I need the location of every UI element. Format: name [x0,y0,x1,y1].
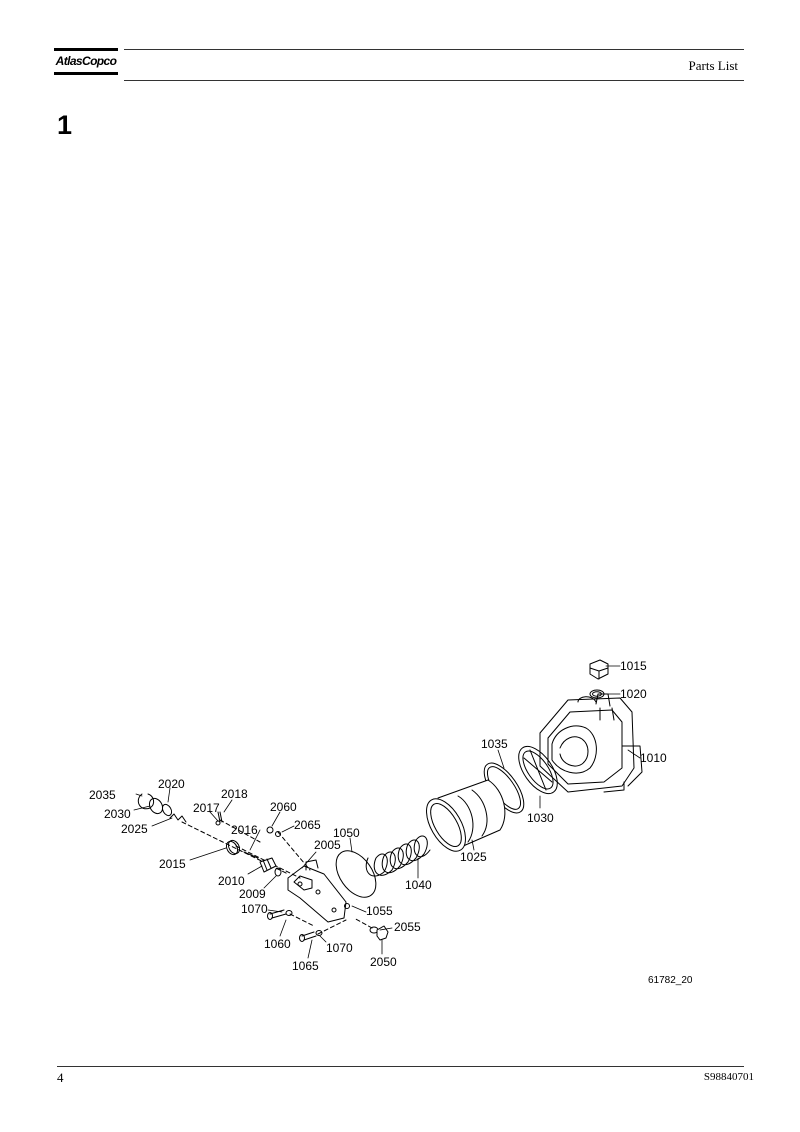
washer-1070-a [285,910,293,916]
label-1010: 1010 [640,751,667,765]
label-2016: 2016 [231,823,258,837]
part-2060 [266,826,274,834]
valve-2010 [259,857,277,873]
screw-1065 [299,931,317,942]
pin-2018 [217,811,223,823]
figure-id: 61782_20 [648,975,693,986]
label-1070-a: 1070 [241,902,268,916]
screw-1060 [267,909,287,920]
label-1035: 1035 [481,737,508,751]
label-2017: 2017 [193,801,220,815]
label-2025: 2025 [121,822,148,836]
section-number: 1 [57,110,73,140]
ring-2015 [225,840,239,856]
page-number: 4 [57,1070,64,1085]
header-rule-top [124,49,744,50]
ring-2009 [274,867,282,877]
label-1020: 1020 [620,687,647,701]
label-1015: 1015 [620,659,647,673]
part-1055 [344,903,350,909]
label-2035: 2035 [89,788,116,802]
atlas-copco-logo: AtlasCopco [54,48,118,75]
logo-text: AtlasCopco [55,54,117,68]
part-2065 [275,831,281,837]
header-rule-bottom [124,80,744,81]
ring-1030 [518,745,558,795]
washer-2030 [148,797,164,815]
plug-2050 [376,925,389,941]
footer-rule [57,1066,744,1067]
label-1040: 1040 [405,878,432,892]
label-1070-b: 1070 [326,941,353,955]
label-1055: 1055 [366,904,393,918]
label-1065: 1065 [292,959,319,973]
label-1060: 1060 [264,937,291,951]
label-2009: 2009 [239,887,266,901]
label-2018: 2018 [221,787,248,801]
spring-1040 [365,835,431,877]
washer-1070-b [315,930,323,936]
spring-2025 [169,813,187,823]
callout-labels: 1015 1020 1010 1035 1030 1025 1050 1040 … [89,659,667,973]
label-1030: 1030 [527,811,554,825]
label-2050: 2050 [370,955,397,969]
pin-2016 [243,851,259,859]
label-1050: 1050 [333,826,360,840]
label-2065: 2065 [294,818,321,832]
label-2020: 2020 [158,777,185,791]
label-1025: 1025 [460,850,487,864]
cover-2005 [287,859,347,923]
housing-1010 [539,693,643,793]
logo-bar-bottom [54,72,118,75]
label-2015: 2015 [159,857,186,871]
label-2005: 2005 [314,838,341,852]
ball-2017 [215,820,221,826]
label-2060: 2060 [270,800,297,814]
plug-1015 [589,659,609,680]
leader-lines [133,665,641,959]
document-code: S98840701 [703,1071,754,1083]
label-2010: 2010 [218,874,245,888]
cylinder-1025 [426,779,506,852]
gasket-1050 [335,850,377,898]
label-2055: 2055 [394,920,421,934]
ring-2020 [161,803,173,817]
logo-bar-top [54,48,118,51]
circlip-2035 [137,793,155,810]
header-title: Parts List [688,58,738,73]
label-2030: 2030 [104,807,131,821]
